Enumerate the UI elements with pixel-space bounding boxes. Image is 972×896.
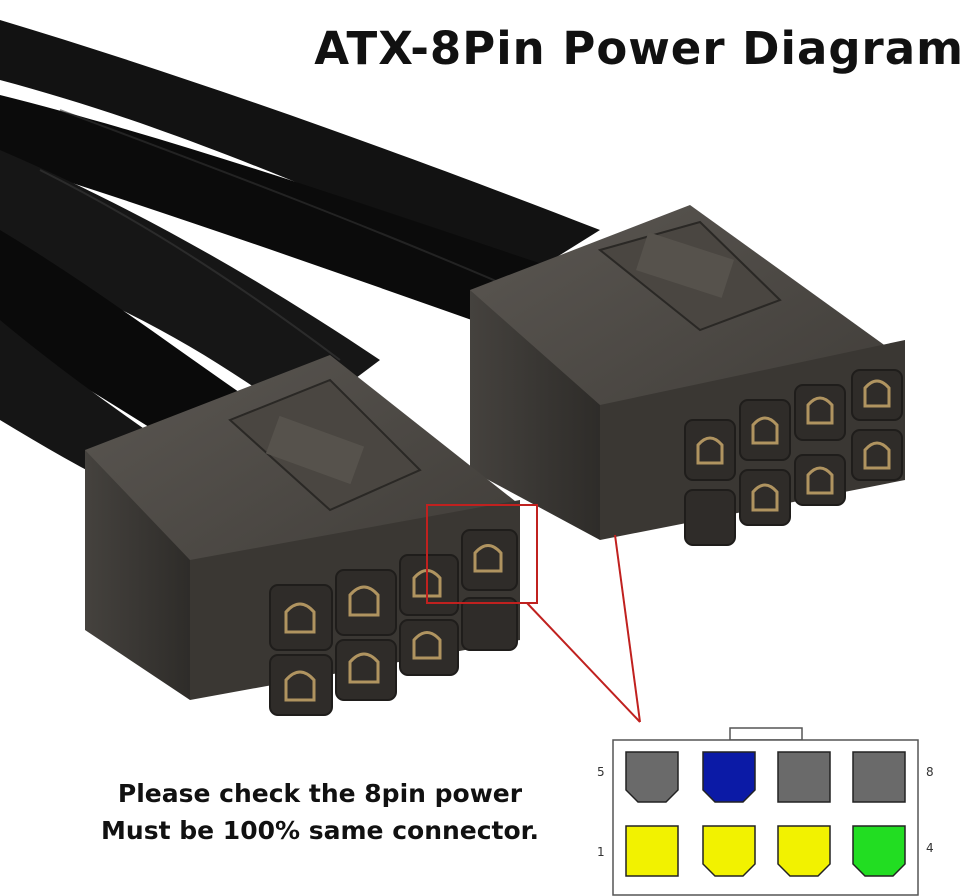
pin-top-3 <box>777 751 831 803</box>
connector-latch <box>729 727 803 741</box>
caption-line-1: Please check the 8pin power <box>117 779 523 808</box>
highlight-box <box>426 504 538 604</box>
pin-bottom-2 <box>702 825 756 877</box>
pin-top-2 <box>702 751 756 803</box>
pointer-line <box>614 534 641 723</box>
pinout-diagram: 5 8 1 4 <box>597 727 934 896</box>
caption-text: Please check the 8pin power Must be 100%… <box>60 775 580 849</box>
pin-label-5: 5 <box>597 765 605 779</box>
pin-label-1: 1 <box>597 845 605 859</box>
pin-top-4 <box>852 751 906 803</box>
right-connector <box>470 205 905 546</box>
cable-bundle <box>0 20 600 500</box>
pin-grid <box>625 751 906 877</box>
pointer-line <box>526 602 641 723</box>
caption-line-2: Must be 100% same connector. <box>101 816 539 845</box>
pin-bottom-3 <box>777 825 831 877</box>
pin-label-4: 4 <box>926 841 934 855</box>
page-title: ATX-8Pin Power Diagram <box>314 22 964 75</box>
pin-bottom-1 <box>625 825 679 877</box>
pin-bottom-4 <box>852 825 906 877</box>
pin-top-1 <box>625 751 679 803</box>
pin-label-8: 8 <box>926 765 934 779</box>
left-connector <box>85 355 520 716</box>
highlight-callout <box>426 504 641 723</box>
